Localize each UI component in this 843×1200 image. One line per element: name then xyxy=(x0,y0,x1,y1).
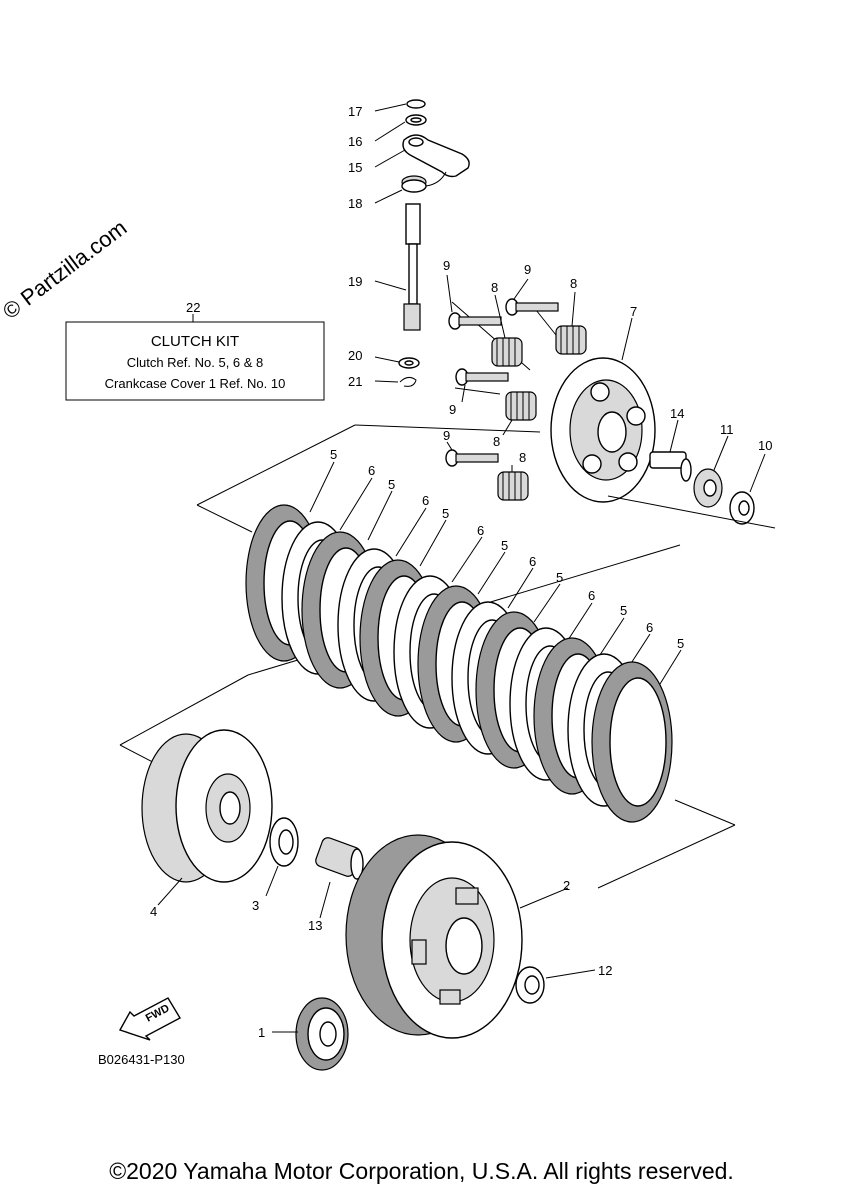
callout-3: 3 xyxy=(252,898,259,913)
callout-7: 7 xyxy=(630,304,637,319)
kit-title: CLUTCH KIT xyxy=(151,333,239,350)
part-9-bolt-d xyxy=(445,441,499,467)
diagram-code: B026431-P130 xyxy=(98,1052,185,1067)
callout-1: 1 xyxy=(258,1025,265,1040)
part-5-friction-plate-g xyxy=(591,649,682,823)
part-20-washer xyxy=(374,356,420,369)
callout-13: 13 xyxy=(308,918,322,933)
part-21-circlip xyxy=(374,376,417,387)
part-17-circlip xyxy=(374,99,426,112)
part-1-drive-gear xyxy=(272,997,349,1071)
clutch-kit-text: 22 CLUTCH KIT Clutch Ref. No. 5, 6 & 8 C… xyxy=(105,300,286,391)
callout-9-d: 9 xyxy=(443,428,450,443)
callout-9-b: 9 xyxy=(524,262,531,277)
callout-11: 11 xyxy=(720,422,734,437)
part-10-lock-washer xyxy=(729,453,766,525)
callout-8-a: 8 xyxy=(491,280,498,295)
part-9-bolt-b xyxy=(505,278,559,316)
clutch-kit-box xyxy=(65,314,325,401)
callout-4: 4 xyxy=(150,904,157,919)
callout-21: 21 xyxy=(348,374,362,389)
callout-6-a: 6 xyxy=(368,463,375,478)
callout-5-c: 5 xyxy=(442,506,449,521)
callout-6-f: 6 xyxy=(646,620,653,635)
callout-2: 2 xyxy=(563,878,570,893)
part-8-spring-a xyxy=(491,294,523,367)
part-19-shift-shaft xyxy=(374,203,421,331)
part-15-shift-lever xyxy=(374,134,470,178)
kit-number: 22 xyxy=(186,300,200,315)
callout-labels: 17 16 15 18 19 20 21 9 9 9 9 8 8 8 8 7 1… xyxy=(150,104,772,1040)
callout-6-c: 6 xyxy=(477,523,484,538)
callout-5-f: 5 xyxy=(620,603,627,618)
part-7-pressure-plate xyxy=(550,317,656,503)
part-9-bolt-a xyxy=(446,274,502,330)
callout-18: 18 xyxy=(348,196,362,211)
callout-8-c: 8 xyxy=(493,434,500,449)
part-2-clutch-housing xyxy=(345,834,569,1039)
part-16-washer xyxy=(374,114,427,142)
callout-15: 15 xyxy=(348,160,362,175)
part-8-spring-d xyxy=(497,465,529,501)
part-8-spring-b xyxy=(555,291,587,355)
callout-6-d: 6 xyxy=(529,554,536,569)
callout-6-e: 6 xyxy=(588,588,595,603)
part-9-bolt-c xyxy=(455,368,509,403)
watermark: © Partzilla.com xyxy=(0,215,131,324)
callout-17: 17 xyxy=(348,104,362,119)
callout-20: 20 xyxy=(348,348,362,363)
part-13-sleeve xyxy=(315,837,364,919)
callout-16: 16 xyxy=(348,134,362,149)
callout-5-e: 5 xyxy=(556,570,563,585)
watermark-text: © Partzilla.com xyxy=(0,215,131,324)
callout-9-a: 9 xyxy=(443,258,450,273)
kit-line-2: Crankcase Cover 1 Ref. No. 10 xyxy=(105,376,286,391)
fwd-arrow-icon: FWD xyxy=(118,997,181,1041)
callout-8-d: 8 xyxy=(519,450,526,465)
callout-5-g: 5 xyxy=(677,636,684,651)
callout-12: 12 xyxy=(598,963,612,978)
part-4-clutch-boss xyxy=(141,729,273,906)
part-18-spring xyxy=(374,171,447,204)
part-14-push-rod xyxy=(649,419,692,482)
part-8-spring-c xyxy=(502,391,537,436)
callout-19: 19 xyxy=(348,274,362,289)
callout-5-d: 5 xyxy=(501,538,508,553)
exploded-parts-diagram: FWD 17 16 15 18 19 20 21 9 9 9 9 8 8 8 8… xyxy=(65,99,776,1071)
callout-10: 10 xyxy=(758,438,772,453)
callout-5-b: 5 xyxy=(388,477,395,492)
part-11-nut xyxy=(693,435,729,508)
callout-8-b: 8 xyxy=(570,276,577,291)
callout-14: 14 xyxy=(670,406,684,421)
callout-5-a: 5 xyxy=(330,447,337,462)
kit-line-1: Clutch Ref. No. 5, 6 & 8 xyxy=(127,355,264,370)
callout-6-b: 6 xyxy=(422,493,429,508)
callout-9-c: 9 xyxy=(449,402,456,417)
part-3-thrust-washer xyxy=(265,817,299,897)
part-12-washer xyxy=(515,966,596,1004)
copyright-notice: ©2020 Yamaha Motor Corporation, U.S.A. A… xyxy=(109,1158,734,1184)
